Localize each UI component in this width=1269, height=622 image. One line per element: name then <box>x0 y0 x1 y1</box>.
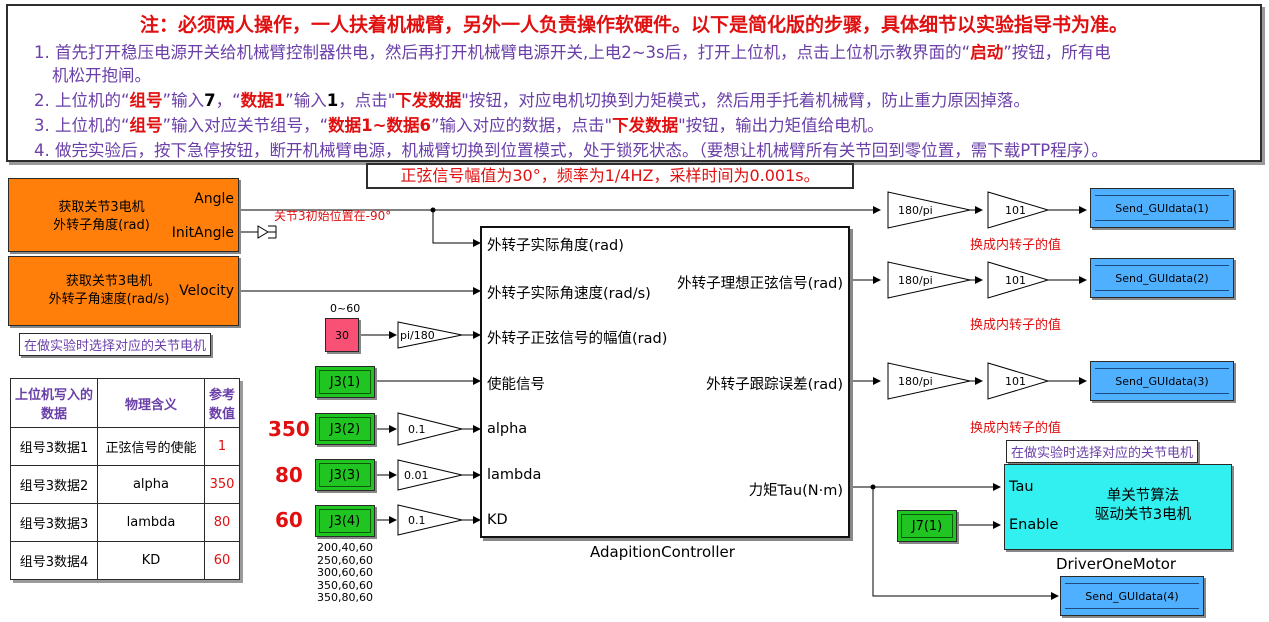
j3-1-block[interactable]: J3(1) <box>315 366 375 398</box>
gain-blocks <box>397 191 1050 536</box>
instruction-step-1: 1. 首先打开稳压电源开关给机械臂控制器供电，然后再打开机械臂电源开关,上电2~… <box>34 43 1111 62</box>
terminator-icon <box>257 225 277 239</box>
constant-range: 0~60 <box>330 302 361 315</box>
instruction-step-3: 3. 上位机的“组号”输入对应关节组号，“数据1~数据6”输入对应的数据，点击"… <box>34 116 884 135</box>
gain-lambda-label: 0.01 <box>404 469 429 482</box>
j3-2-block[interactable]: J3(2) <box>315 413 375 445</box>
j3-3-block[interactable]: J3(3) <box>315 459 375 491</box>
controller-name: AdapitionController <box>590 543 735 561</box>
instructions-title: 注：必须两人操作，一人扶着机械臂，另外一人负责操作软硬件。以下是简化版的步骤，具… <box>139 14 1128 36</box>
instructions-panel: 注：必须两人操作，一人扶着机械臂，另外一人负责操作软硬件。以下是简化版的步骤，具… <box>6 4 1262 162</box>
amplitude-constant[interactable]: 30 <box>325 318 359 352</box>
gain-alpha-label: 0.1 <box>408 423 426 436</box>
angle-source-block[interactable]: 获取关节3电机 外转子角度(rad) Angle InitAngle <box>8 178 239 252</box>
instruction-step-2: 2. 上位机的“组号”输入7，“数据1”输入1，点击"下发数据"按钮，对应电机切… <box>34 91 1030 110</box>
send-guidata-1[interactable]: Send_GUIdata(1) <box>1090 188 1234 228</box>
instruction-step-4: 4. 做完实验后，按下急停按钮，断开机械臂电源，机械臂切换到位置模式，处于锁死状… <box>34 141 1108 160</box>
alpha-value: 350 <box>268 417 310 441</box>
signal-parameters-callout: 正弦信号幅值为30°，频率为1/4HZ，采样时间为0.001s。 <box>366 163 854 189</box>
driver-one-motor-block[interactable]: 单关节算法 驱动关节3电机 Tau Enable <box>1004 464 1232 550</box>
gain-pi180-label: pi/180 <box>400 329 435 342</box>
init-angle-note: 关节3初始位置在-90° <box>274 209 392 223</box>
gain-kd-label: 0.1 <box>408 514 426 527</box>
lambda-value: 80 <box>275 463 303 487</box>
send-guidata-3[interactable]: Send_GUIdata(3) <box>1090 361 1234 401</box>
send-guidata-4[interactable]: Send_GUIdata(4) <box>1060 576 1204 616</box>
driver-select-note: 在做实验时选择对应的关节电机 <box>1006 440 1199 463</box>
adapition-controller-block[interactable]: 外转子实际角度(rad) 外转子实际角速度(rad/s) 外转子正弦信号的幅值(… <box>480 226 850 538</box>
kd-candidates: 200,40,60 250,60,60 300,60,60 350,60,60 … <box>317 541 373 604</box>
instruction-step-1-cont: 机松开抱闸。 <box>52 66 151 85</box>
select-joint-note: 在做实验时选择对应的关节电机 <box>19 333 212 356</box>
driver-name: DriverOneMotor <box>1056 555 1177 573</box>
send-guidata-2[interactable]: Send_GUIdata(2) <box>1090 258 1234 298</box>
j7-1-block[interactable]: J7(1) <box>897 510 957 542</box>
velocity-source-block[interactable]: 获取关节3电机 外转子角速度(rad/s) Velocity <box>8 256 239 326</box>
j3-4-block[interactable]: J3(4) <box>315 505 375 537</box>
kd-value: 60 <box>275 508 303 532</box>
